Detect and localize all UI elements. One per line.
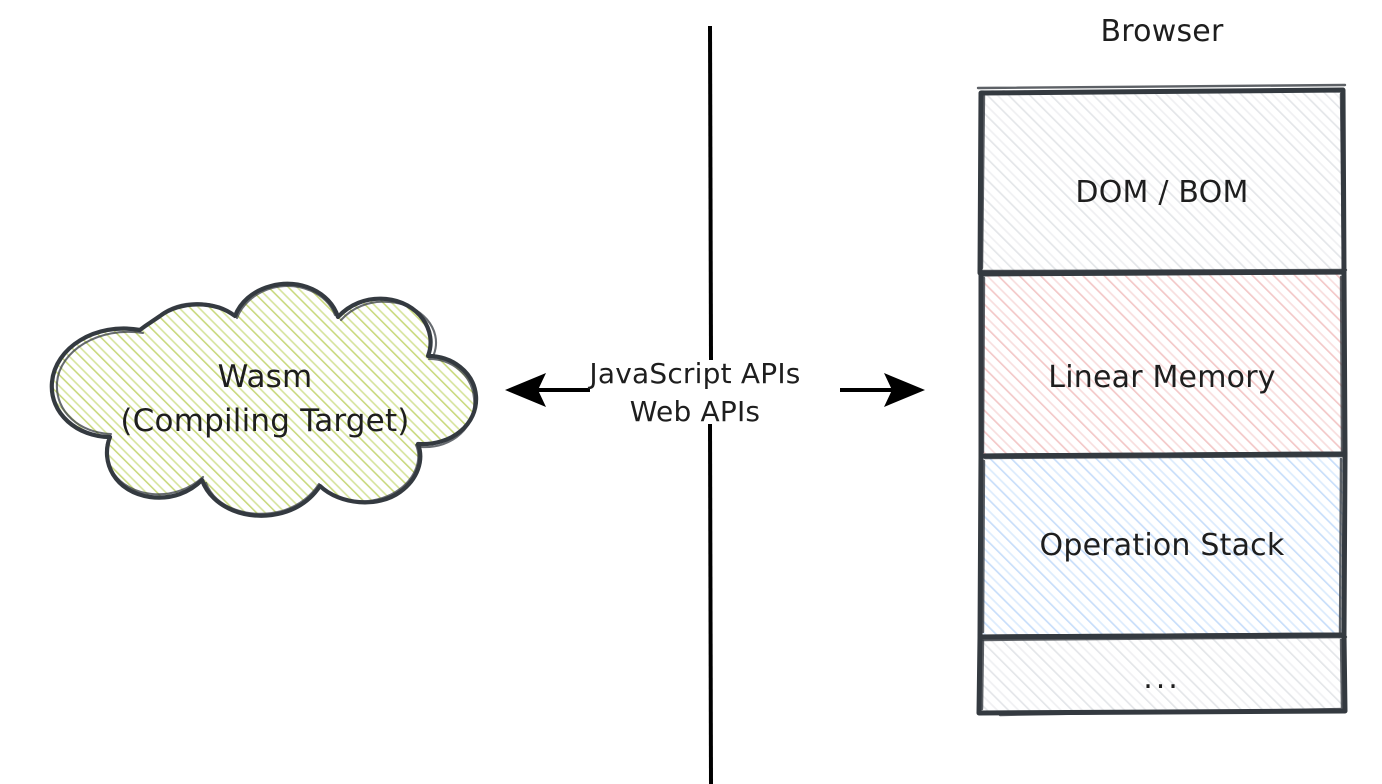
api-connector-label-line1: JavaScript APIs	[589, 357, 801, 390]
browser-title: Browser	[1100, 14, 1224, 49]
ellipsis-label: ...	[1143, 661, 1181, 696]
api-connector-label-line2: Web APIs	[629, 395, 761, 428]
wasm-cloud-label-line2: (Compiling Target)	[120, 403, 410, 439]
ellipsis-box	[976, 632, 1348, 717]
operation-stack-label: Operation Stack	[1039, 528, 1285, 563]
wasm-cloud-label-line1: Wasm	[217, 359, 313, 395]
js-api-arrow-left	[505, 373, 590, 407]
browser-stack	[976, 83, 1348, 717]
js-api-arrow-right	[840, 373, 925, 407]
wasm-cloud-label: Wasm (Compiling Target)	[55, 355, 475, 443]
dom-bom-label: DOM / BOM	[1075, 175, 1249, 210]
dom-bom-box	[976, 83, 1348, 276]
vertical-separator	[708, 25, 713, 784]
operation-stack-box	[977, 451, 1348, 642]
linear-memory-label: Linear Memory	[1048, 360, 1276, 395]
